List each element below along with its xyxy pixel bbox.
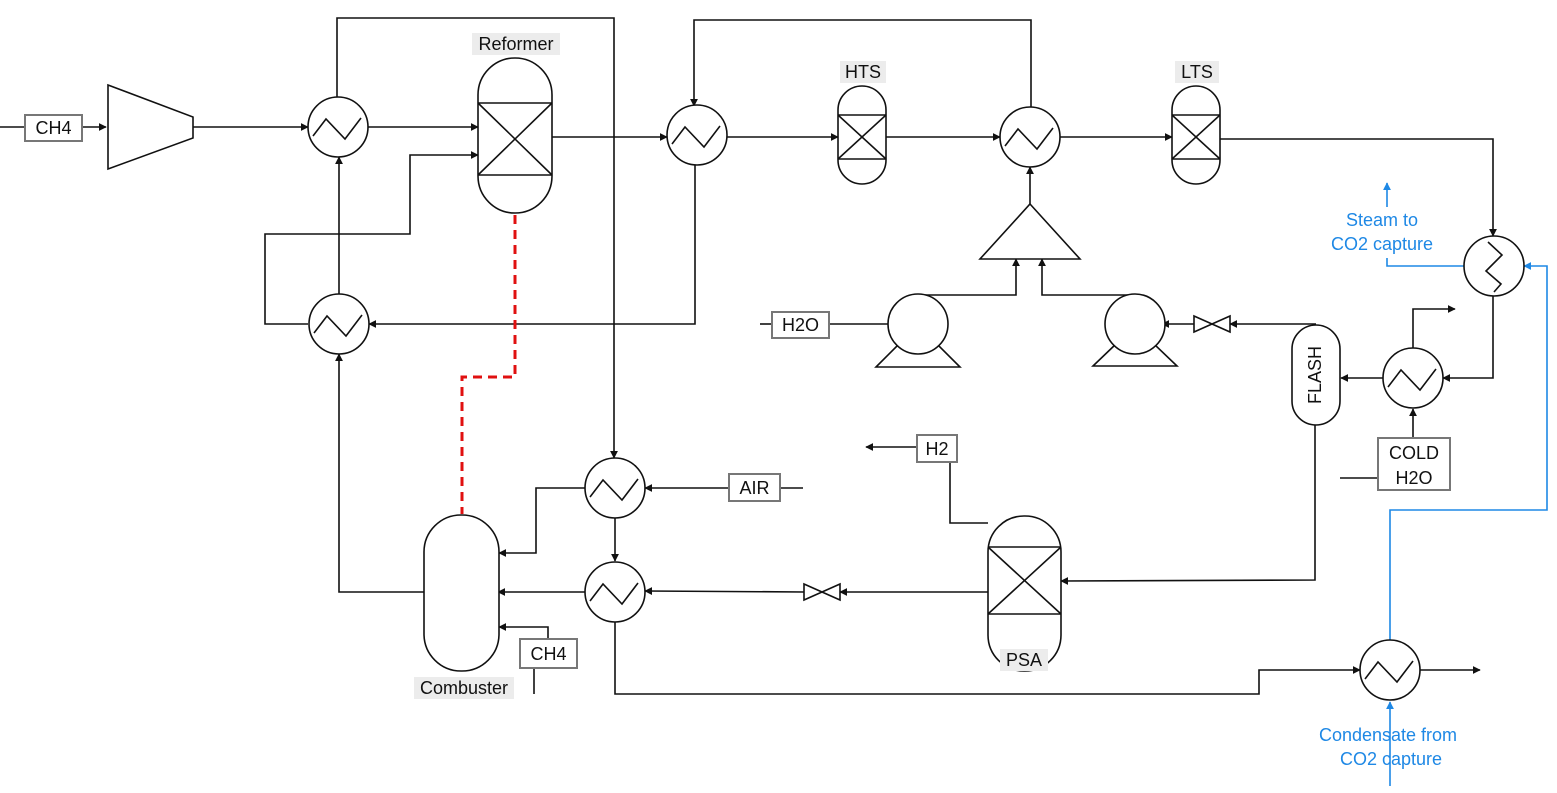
pump-2 bbox=[1091, 293, 1179, 367]
heat-exchanger-hx2 bbox=[308, 293, 370, 355]
heat-exchanger-hx3 bbox=[666, 104, 728, 166]
h2-box bbox=[916, 434, 958, 463]
ch4-feed-label: CH4 bbox=[35, 118, 71, 138]
combuster-label: Combuster bbox=[420, 678, 508, 698]
stream-condensate-to-hx5 bbox=[1389, 262, 1548, 640]
steam-label-line2: CO2 capture bbox=[1331, 234, 1433, 254]
reformer-label: Reformer bbox=[478, 34, 553, 54]
stream-hx7-to-combuster bbox=[498, 487, 585, 557]
air-preheater-hx7 bbox=[584, 457, 646, 519]
stream-lts-to-hx5 bbox=[1220, 138, 1497, 237]
combuster-tag-bg bbox=[414, 677, 514, 699]
combuster bbox=[423, 514, 500, 672]
stream-flash-to-psa bbox=[1060, 425, 1316, 585]
lts-reactor bbox=[1171, 85, 1221, 185]
condensate-label-line1: Condensate from bbox=[1319, 725, 1457, 745]
heat-exchanger-hx4 bbox=[999, 106, 1061, 168]
ch4-fuel-label: CH4 bbox=[530, 644, 566, 664]
cold-h2o-box bbox=[1377, 437, 1451, 491]
hts-tag-bg bbox=[840, 61, 886, 83]
psa-tag-bg bbox=[1000, 649, 1048, 671]
cold-h2o-label-line1: COLD bbox=[1389, 443, 1439, 463]
lts-tag-bg bbox=[1175, 61, 1219, 83]
cold-h2o-label-line2: H2O bbox=[1395, 468, 1432, 488]
steam-label-line1: Steam to bbox=[1346, 210, 1418, 230]
stream-flue-to-hx2 bbox=[335, 353, 424, 593]
pump-1 bbox=[874, 293, 962, 368]
stream-psa-to-h2 bbox=[949, 462, 988, 524]
air-label: AIR bbox=[739, 478, 769, 498]
cooler-hx6 bbox=[1382, 347, 1444, 409]
stream-pump1-to-mixer bbox=[918, 258, 1020, 296]
offgas-preheater-hx8 bbox=[584, 561, 646, 623]
hts-reactor bbox=[837, 85, 887, 185]
psa-label: PSA bbox=[1006, 650, 1042, 670]
condensate-label-line2: CO2 capture bbox=[1340, 749, 1442, 769]
valve-offgas bbox=[803, 582, 841, 602]
air-box bbox=[728, 473, 781, 502]
h2o-box bbox=[771, 311, 830, 339]
stream-steam-out bbox=[1386, 258, 1464, 267]
h2o-label: H2O bbox=[782, 315, 819, 335]
h2-label: H2 bbox=[925, 439, 948, 459]
hts-label: HTS bbox=[845, 62, 881, 82]
stream-hx2-to-reformer bbox=[264, 151, 479, 325]
reformer-tag-bg bbox=[472, 33, 560, 55]
flash-drum bbox=[1291, 324, 1341, 426]
stream-hx3-to-hx2 bbox=[368, 164, 696, 328]
mixer bbox=[978, 202, 1082, 260]
stream-hx5-to-hx6 bbox=[1442, 296, 1494, 382]
heat-integration-link bbox=[460, 215, 517, 514]
steam-generator-hx5 bbox=[1463, 235, 1525, 297]
process-lines bbox=[0, 17, 1497, 695]
utility-lines bbox=[1383, 182, 1548, 786]
lts-label: LTS bbox=[1181, 62, 1213, 82]
stream-hx1-to-air-hx bbox=[336, 17, 618, 459]
stream-cold-water-out bbox=[1412, 305, 1456, 348]
stream-hx8-to-hx9 bbox=[614, 622, 1361, 695]
compressor bbox=[107, 83, 194, 171]
ch4-feed-box bbox=[24, 114, 83, 142]
ch4-fuel-box bbox=[519, 638, 578, 669]
flash-label: FLASH bbox=[1305, 346, 1325, 404]
heat-exchanger-hx1 bbox=[307, 96, 369, 158]
valve-flash bbox=[1193, 314, 1231, 334]
stream-hx4-to-hx3 bbox=[690, 19, 1032, 107]
stream-pump2-to-mixer bbox=[1038, 258, 1135, 296]
stream-fuel-to-combuster bbox=[498, 623, 549, 639]
reformer bbox=[477, 57, 553, 214]
psa-unit bbox=[987, 515, 1062, 672]
stream-valve-to-hx8 bbox=[644, 587, 805, 596]
condensate-heater-hx9 bbox=[1359, 639, 1421, 701]
